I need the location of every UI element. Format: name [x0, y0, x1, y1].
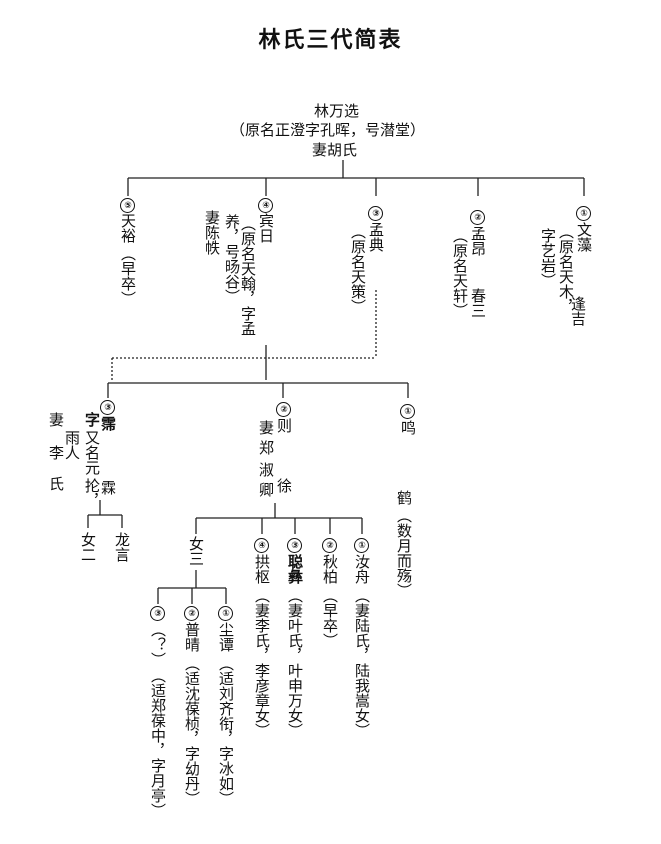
root-alias: （原名正澄字孔晖，号潜堂）	[230, 121, 426, 139]
gen2-1-num: ①	[576, 206, 592, 221]
gen3-3-wife1: 妻	[47, 412, 65, 427]
gen5-2-note: （适沈葆桢，字幼丹）	[183, 656, 201, 806]
gen4-4-num: ④	[254, 538, 270, 553]
gen2-5-note: （早卒）	[119, 246, 137, 306]
gen2-3-note: （原名天策）	[349, 224, 367, 314]
gen2-3-num: ③	[368, 206, 384, 221]
extra-note: （数月而殇）	[395, 508, 413, 598]
gen4-left-son: 龙言	[113, 532, 131, 562]
gen2-3-name: 孟典	[367, 222, 385, 252]
gen3-1-num: ①	[400, 404, 416, 419]
gen5-1-num: ①	[218, 606, 234, 621]
gen3-2-wife3: 淑	[257, 462, 275, 477]
gen4-1-name: 汝舟	[353, 554, 371, 584]
gen2-4-name: 宾日	[257, 213, 275, 243]
gen4-2-name: 秋柏	[321, 554, 339, 584]
gen4-4-note: （妻李氏，李彦章女）	[253, 588, 271, 738]
gen2-4-wife: 妻陈帙	[203, 210, 221, 255]
gen2-2-num: ②	[470, 210, 486, 225]
root-name: 林万选	[314, 102, 360, 120]
gen4-3-num: ③	[287, 538, 303, 553]
gen2-5-name: 天裕	[119, 213, 137, 243]
gen3-3-wife2: 李	[47, 445, 65, 460]
gen3-3-lun: 抡，	[83, 478, 101, 508]
gen3-3-lin: 霖	[99, 480, 117, 495]
gen2-1-name: 文藻	[575, 222, 593, 252]
gen4-left-daughter: 女二	[79, 532, 97, 562]
gen4-3-note: （妻叶氏，叶申万女）	[286, 588, 304, 738]
gen4-4-name: 拱枢	[253, 554, 271, 584]
gen5-2-name: 普晴	[183, 622, 201, 652]
gen2-2-son: 春三	[469, 288, 487, 318]
gen5-1-note: （适刘齐衔，字冰如）	[217, 656, 235, 806]
gen3-2-wife4: 卿	[257, 482, 275, 497]
gen2-4-num: ④	[258, 198, 274, 213]
gen3-2-wife1: 妻	[257, 420, 275, 435]
gen2-1-alias1: （原名天木，	[557, 224, 575, 314]
gen2-1-son: 逢吉	[569, 296, 587, 326]
gen5-3-note: （适郑葆中，字月亭）	[149, 668, 167, 818]
gen4-1-num: ①	[354, 538, 370, 553]
gen3-3-num: ③	[100, 400, 116, 415]
gen2-2-note: （原名天轩）	[451, 228, 469, 318]
gen2-1-alias2: 字艺岩）	[539, 228, 557, 288]
root-wife: 妻胡氏	[312, 141, 358, 159]
gen4-daughter: 女三	[187, 536, 205, 566]
gen3-3-yuren: 雨人	[63, 430, 81, 460]
gen2-2-name: 孟昂	[469, 226, 487, 256]
gen4-3-name: 聪彝	[286, 554, 304, 584]
chart-title: 林氏三代简表	[258, 28, 403, 53]
gen3-1-name: 鸣	[399, 420, 417, 435]
gen3-3-zi: 字	[83, 412, 101, 427]
gen3-2-wife5: 徐	[275, 478, 293, 493]
gen3-3-wife3: 氏	[47, 476, 65, 491]
gen3-3-alias: 又名元	[83, 430, 101, 475]
gen3-2-num: ②	[276, 402, 292, 417]
gen4-2-num: ②	[322, 538, 338, 553]
gen2-5-num: ⑤	[120, 198, 136, 213]
gen3-2-name: 则	[275, 418, 293, 433]
gen5-3-name: （？）	[149, 622, 167, 667]
gen3-2-wife2: 郑	[257, 440, 275, 455]
gen3-3-name: 霈	[99, 416, 117, 431]
gen2-4-alias1: （原名天翰，字孟	[239, 216, 257, 336]
gen5-2-num: ②	[184, 606, 200, 621]
gen5-1-name: 尘谭	[217, 622, 235, 652]
gen5-3-num: ③	[150, 606, 166, 621]
gen4-2-note: （早卒）	[321, 588, 339, 648]
extra-name: 鹤	[395, 490, 413, 505]
gen4-1-note: （妻陆氏，陆我嵩女）	[353, 588, 371, 738]
gen2-4-alias2: 养，号旸谷）	[223, 214, 241, 304]
